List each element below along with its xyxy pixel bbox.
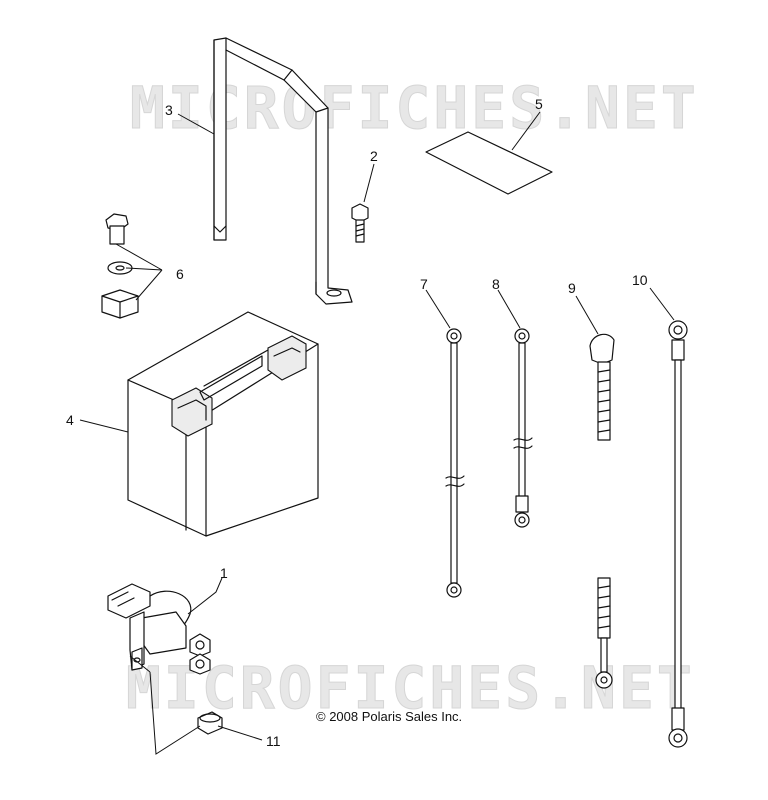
callout-9: 9 (568, 280, 576, 296)
callout-5: 5 (535, 96, 543, 112)
hardware-kit (101, 213, 139, 319)
callout-7: 7 (420, 276, 428, 292)
copyright-text: © 2008 Polaris Sales Inc. (316, 709, 462, 724)
callout-2: 2 (370, 148, 378, 164)
callout-4: 4 (66, 412, 74, 428)
watermark-bottom: MICROFICHES.NET (126, 654, 695, 722)
relay (107, 583, 211, 675)
callout-6: 6 (176, 266, 184, 282)
positive-cable (589, 333, 615, 689)
ground-cable (445, 328, 465, 598)
long-cable (668, 320, 688, 748)
callout-1: 1 (220, 565, 228, 581)
battery (127, 311, 319, 537)
callout-8: 8 (492, 276, 500, 292)
decal (425, 131, 553, 195)
screw (197, 711, 223, 735)
battery-cable (513, 328, 533, 528)
callout-3: 3 (165, 102, 173, 118)
battery-strap (213, 37, 353, 305)
leader-lines (79, 111, 675, 755)
callout-10: 10 (632, 272, 648, 288)
callout-11: 11 (266, 733, 281, 749)
bolt (351, 203, 369, 243)
